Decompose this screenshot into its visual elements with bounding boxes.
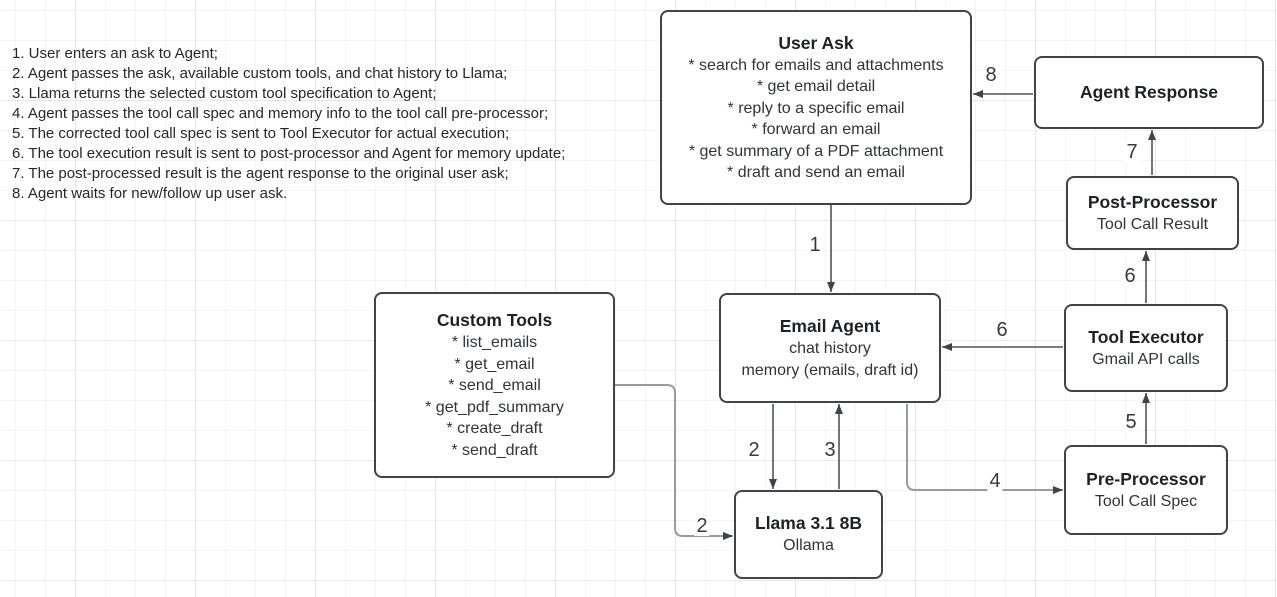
edge-label-5: 5 xyxy=(1123,411,1139,433)
user-ask-item: * search for emails and attachments xyxy=(688,56,944,74)
user-ask-item: * draft and send an email xyxy=(727,164,905,181)
tool-executor-subtitle: Gmail API calls xyxy=(1092,350,1200,368)
step-note-3: 3. Llama returns the selected custom too… xyxy=(12,85,437,102)
user-ask-item: * get summary of a PDF attachment xyxy=(688,142,944,160)
email-agent-line: memory (emails, draft id) xyxy=(741,361,919,379)
step-note-7: 7. The post-processed result is the agen… xyxy=(12,165,509,182)
custom-tools-item: * get_pdf_summary xyxy=(425,398,564,416)
user-ask-item: * get email detail xyxy=(756,78,876,95)
tool-executor-box: Tool Executor Gmail API calls xyxy=(1064,304,1228,392)
llama-title: Llama 3.1 8B xyxy=(755,513,862,534)
edge-label-6-horizontal: 6 xyxy=(994,319,1010,341)
llama-subtitle: Ollama xyxy=(783,537,834,555)
user-ask-box: User Ask * search for emails and attachm… xyxy=(660,10,972,205)
arrow-2-custom-tools-to-llama xyxy=(615,384,733,540)
post-processor-subtitle: Tool Call Result xyxy=(1096,215,1209,233)
custom-tools-title: Custom Tools xyxy=(436,310,553,330)
custom-tools-item: * send_draft xyxy=(451,441,538,459)
custom-tools-item: * get_email xyxy=(454,355,535,373)
agent-response-title: Agent Response xyxy=(1079,82,1219,102)
custom-tools-box: Custom Tools * list_emails * get_email *… xyxy=(374,292,615,478)
edge-label-1: 1 xyxy=(807,234,823,256)
pre-processor-box: Pre-Processor Tool Call Spec xyxy=(1064,445,1228,535)
step-note-4: 4. Agent passes the tool call spec and m… xyxy=(12,105,549,122)
step-note-1: 1. User enters an ask to Agent; xyxy=(12,45,218,62)
custom-tools-item: * list_emails xyxy=(451,334,538,351)
post-processor-box: Post-Processor Tool Call Result xyxy=(1066,176,1239,250)
pre-processor-subtitle: Tool Call Spec xyxy=(1094,492,1198,510)
email-agent-line: chat history xyxy=(789,340,871,357)
step-note-2: 2. Agent passes the ask, available custo… xyxy=(12,65,508,82)
steps-note-list: 1. User enters an ask to Agent; 2. Agent… xyxy=(12,44,660,204)
user-ask-item: * reply to a specific email xyxy=(727,99,905,117)
user-ask-title: User Ask xyxy=(778,32,854,53)
pre-processor-title: Pre-Processor xyxy=(1086,468,1206,489)
edge-label-2-email-agent: 2 xyxy=(746,439,762,461)
tool-executor-title: Tool Executor xyxy=(1088,326,1204,347)
email-agent-title: Email Agent xyxy=(779,316,881,336)
custom-tools-item: * send_email xyxy=(448,377,541,394)
post-processor-title: Post-Processor xyxy=(1087,191,1218,212)
step-note-5: 5. The corrected tool call spec is sent … xyxy=(12,125,510,142)
edge-label-7: 7 xyxy=(1124,141,1140,163)
user-ask-item: * forward an email xyxy=(751,121,881,138)
llama-box: Llama 3.1 8B Ollama xyxy=(734,490,883,579)
edge-label-4: 4 xyxy=(987,470,1003,492)
email-agent-box: Email Agent chat history memory (emails,… xyxy=(719,293,941,403)
arrow-4-email-agent-to-pre-processor xyxy=(906,404,1063,494)
step-note-6: 6. The tool execution result is sent to … xyxy=(12,145,566,162)
edge-label-3: 3 xyxy=(822,439,838,461)
edge-label-8: 8 xyxy=(983,64,999,86)
step-note-8: 8. Agent waits for new/follow up user as… xyxy=(12,185,288,202)
custom-tools-item: * create_draft xyxy=(446,420,543,437)
agent-response-box: Agent Response xyxy=(1034,56,1264,129)
edge-label-6-vertical: 6 xyxy=(1122,265,1138,287)
edge-label-2-custom-tools: 2 xyxy=(694,515,710,537)
